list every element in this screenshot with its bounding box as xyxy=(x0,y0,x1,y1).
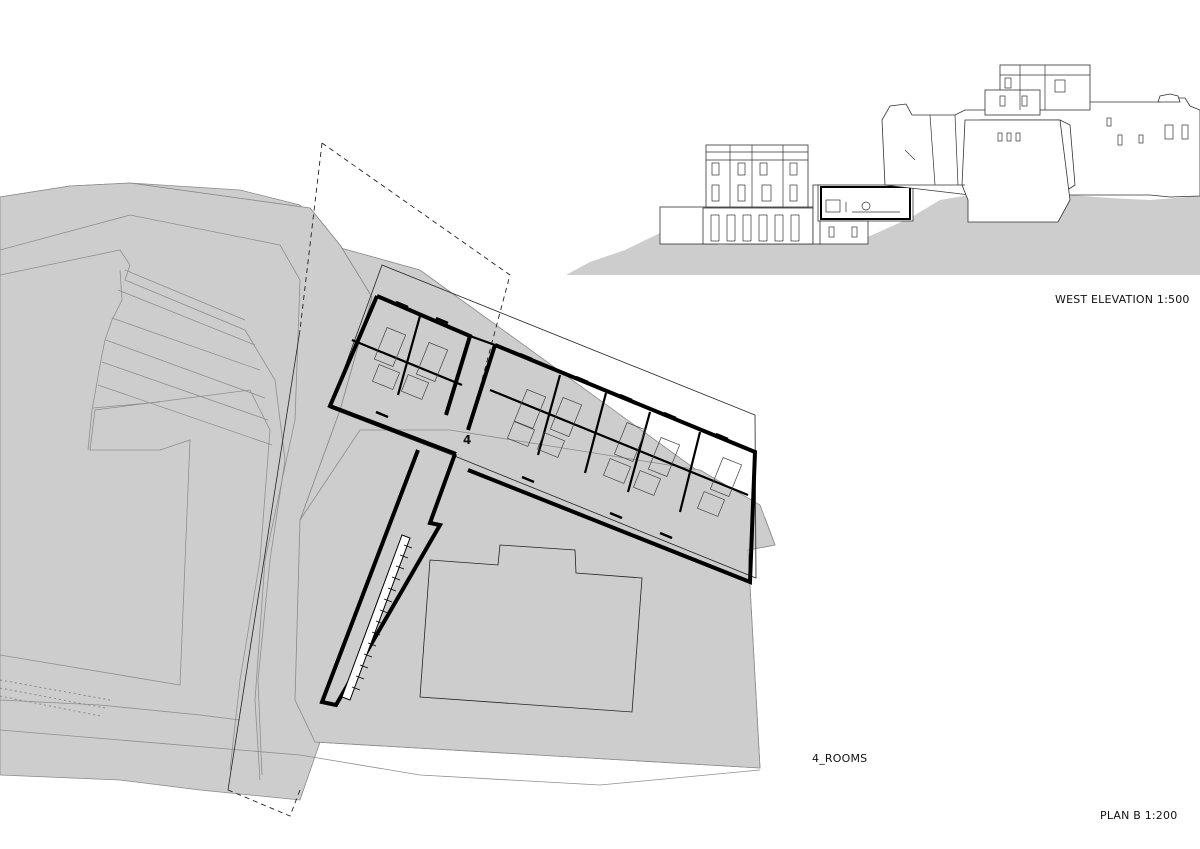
elevation-hotel-frame xyxy=(820,186,911,220)
elevation-keep-details xyxy=(999,65,1090,110)
facade-windows xyxy=(375,300,729,540)
stair xyxy=(341,534,413,701)
building-walls xyxy=(319,294,758,708)
elevation-hotel-lower xyxy=(819,220,869,245)
elevation-hotel-box xyxy=(817,184,914,222)
terrain-ground-right xyxy=(294,429,776,769)
rooms-label: 4_ROOMS xyxy=(812,752,867,765)
elevation-hotel-interior xyxy=(825,199,900,213)
elevation-lower-windows xyxy=(710,214,800,242)
elevation-castle-details xyxy=(885,114,1189,186)
elevation-upper-details xyxy=(706,145,808,207)
elevation-dome xyxy=(1157,93,1181,103)
elevation-castle-tower xyxy=(961,119,1071,223)
elevation-keep-lower xyxy=(984,89,1041,116)
existing-building-footprint xyxy=(419,544,643,713)
level-number: 4 xyxy=(463,433,471,447)
contour-lines xyxy=(0,214,761,786)
west-elevation xyxy=(566,64,1200,275)
room-furniture xyxy=(371,327,743,517)
section-line xyxy=(227,329,301,791)
plan-label: PLAN B 1:200 xyxy=(1100,809,1177,822)
elevation-lower-facade xyxy=(702,207,814,245)
site-plan xyxy=(0,142,776,817)
dotted-track xyxy=(0,679,111,717)
section-boundary-dashed xyxy=(227,142,511,817)
west-elevation-label: WEST ELEVATION 1:500 xyxy=(1055,293,1190,306)
room-partitions xyxy=(351,315,749,513)
elevation-upper-building xyxy=(705,144,809,208)
